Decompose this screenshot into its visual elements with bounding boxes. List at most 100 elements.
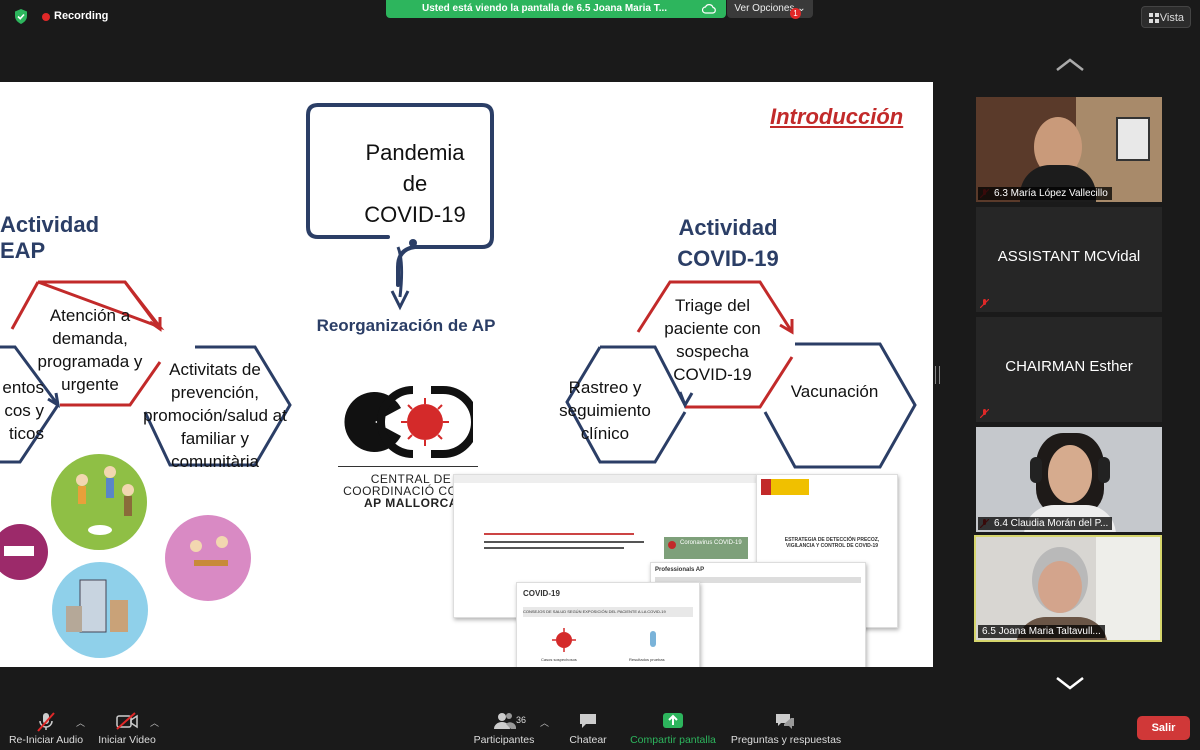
participants-options-caret-icon[interactable]: ︿	[540, 718, 550, 728]
hexagon-prevention-text: Activitats de prevención, promoción/salu…	[143, 360, 287, 471]
participant-name: CHAIRMAN Esther	[1005, 358, 1133, 375]
view-options-label: Ver Opciones	[734, 3, 795, 14]
mic-muted-icon	[980, 299, 989, 308]
chevron-up-icon[interactable]	[1055, 58, 1085, 72]
test-results-label: Resultados pruebas	[629, 657, 665, 662]
participant-tile-active-speaker[interactable]: 6.5 Joana Maria Taltavull...	[974, 535, 1162, 642]
participants-button[interactable]: Participantes	[468, 706, 540, 750]
ministry-logo	[761, 479, 809, 495]
participant-name-label: 6.4 Claudia Morán del P...	[978, 517, 1113, 530]
start-video-label: Iniciar Video	[98, 734, 156, 746]
spain-flag-icon	[761, 479, 771, 495]
participant-tile[interactable]: 6.3 María López Vallecillo	[976, 97, 1162, 202]
chat-button[interactable]: Chatear	[562, 706, 614, 750]
hexagon-vaccination-text: Vacunación	[790, 382, 879, 401]
participant-tile[interactable]: CHAIRMAN Esther	[976, 317, 1162, 422]
recording-dot-icon	[42, 13, 50, 21]
mic-muted-icon	[980, 409, 989, 418]
pictogram-illustrations	[0, 454, 251, 658]
grid-view-icon	[1149, 13, 1159, 23]
hexagon-tracing-text: Rastreo y seguimiento clínico	[559, 378, 651, 443]
right-heading: Actividad COVID-19	[677, 215, 779, 271]
shield-icon[interactable]	[14, 9, 28, 24]
coronavirus-banner-text: Coronavirus COVID-19	[680, 540, 742, 546]
text-line	[484, 541, 644, 543]
coronavirus-banner: Coronavirus COVID-19	[664, 537, 748, 559]
participants-icon	[494, 713, 516, 729]
left-hexagon-group	[0, 280, 292, 467]
logo-line: CENTRAL DE	[370, 472, 452, 486]
right-hexagon-group	[565, 280, 917, 469]
cloud-icon	[702, 4, 716, 14]
professionals-label: Professionals AP	[655, 567, 705, 573]
bubble-line: COVID-19	[364, 202, 466, 227]
view-button-label: Vista	[1159, 12, 1184, 24]
hexagon-attention-text: Atención a demanda, programada y urgente	[37, 306, 143, 394]
website-thumbnail-covid-advice: COVID-19 CONSEJOS DE SALUD SEGÚN EXPOSIC…	[516, 582, 700, 667]
meeting-toolbar: Re-Iniciar Audio ︿ Iniciar Video ︿ Parti…	[0, 706, 1200, 750]
participant-tile[interactable]: ASSISTANT MCVidal	[976, 207, 1162, 312]
chevron-down-icon: ⌄	[797, 3, 806, 14]
rejoin-audio-button[interactable]: Re-Iniciar Audio	[2, 706, 90, 750]
alert-icon	[668, 541, 676, 549]
covid-advice-subtitle: CONSEJOS DE SALUD SEGÚN EXPOSICIÓN DEL P…	[523, 607, 693, 617]
rejoin-audio-label: Re-Iniciar Audio	[8, 734, 84, 746]
screen-share-banner: Usted está viendo la pantalla de 6.5 Joa…	[386, 0, 726, 18]
logo-line: AP MALLORCA	[364, 496, 458, 510]
bubble-line: Pandemia	[365, 140, 465, 165]
central-coordinacio-logo	[344, 386, 473, 458]
left-heading: Actividad EAP	[0, 212, 100, 263]
logo-divider	[338, 466, 478, 467]
participants-label: Participantes	[473, 734, 535, 746]
test-tube-icon	[650, 631, 656, 647]
participant-tile[interactable]: 6.4 Claudia Morán del P...	[976, 427, 1162, 532]
leave-meeting-button[interactable]: Salir	[1137, 716, 1190, 740]
hexagon-triage-text: Triage del paciente con sospecha COVID-1…	[664, 296, 761, 384]
share-screen-label: Compartir pantalla	[630, 734, 716, 746]
participant-face	[1038, 561, 1082, 613]
share-screen-button[interactable]: Compartir pantalla	[626, 706, 720, 750]
chevron-down-icon[interactable]	[1055, 676, 1085, 690]
bubble-text: Pandemia de COVID-19	[330, 137, 500, 230]
recording-label: Recording	[54, 10, 109, 22]
chat-bubble-icon	[580, 714, 596, 728]
top-bar: Recording Usted está viendo la pantalla …	[0, 0, 1200, 32]
participant-name: ASSISTANT MCVidal	[997, 248, 1141, 265]
video-background	[1096, 537, 1160, 640]
thought-bubble-shape	[306, 103, 494, 311]
start-video-button[interactable]: Iniciar Video	[94, 706, 160, 750]
qa-label: Preguntas y respuestas	[730, 734, 842, 746]
wall-frame	[1116, 117, 1150, 161]
suspected-cases-label: Casos sospechosos	[541, 657, 577, 662]
text-line	[484, 547, 624, 549]
qa-icon	[776, 714, 794, 729]
reorganization-label: Reorganización de AP	[316, 316, 496, 335]
qa-notification-badge: 1	[790, 8, 801, 19]
participants-count: 36	[516, 715, 527, 725]
video-options-caret-icon[interactable]: ︿	[150, 718, 160, 728]
audio-options-caret-icon[interactable]: ︿	[76, 718, 86, 728]
slide-title: Introducción	[770, 104, 904, 129]
participant-face	[1048, 445, 1092, 503]
participant-name-label: 6.3 María López Vallecillo	[978, 187, 1112, 200]
ministry-strategy-text: ESTRATEGIA DE DETECCIÓN PRECOZ, VIGILANC…	[784, 537, 880, 549]
participant-name-label: 6.5 Joana Maria Taltavull...	[978, 625, 1105, 638]
bubble-line: de	[402, 171, 428, 196]
screen-share-banner-text: Usted está viendo la pantalla de 6.5 Joa…	[422, 3, 668, 14]
chat-label: Chatear	[569, 734, 607, 746]
view-button[interactable]: Vista	[1141, 6, 1191, 28]
virus-icon	[552, 628, 576, 652]
logo-line: COORDINACIÓ COVID	[343, 484, 479, 498]
headphones-icon	[1030, 457, 1042, 483]
shared-screen-slide: Introducción Pandemia de COVID-19 Activi…	[0, 82, 933, 667]
covid-advice-title: COVID-19	[523, 589, 560, 598]
share-screen-icon	[663, 713, 683, 728]
video-off-icon	[116, 712, 138, 730]
headphones-icon	[1098, 457, 1110, 483]
panel-resize-handle[interactable]	[935, 366, 940, 384]
browser-toolbar	[454, 475, 756, 483]
hexagon-partial-text: entos cos y ticos	[2, 378, 44, 443]
mic-muted-icon	[37, 712, 55, 732]
qa-button[interactable]: Preguntas y respuestas	[728, 706, 844, 750]
red-text-line	[484, 533, 634, 535]
